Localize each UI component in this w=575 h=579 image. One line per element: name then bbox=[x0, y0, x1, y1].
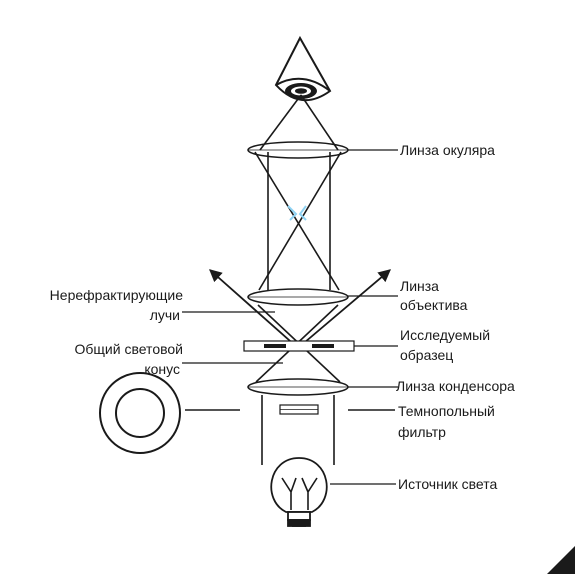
light-rays-upper bbox=[254, 94, 342, 291]
label-nonrefracted-rays-2: лучи bbox=[150, 307, 180, 323]
illumination-path bbox=[185, 395, 395, 465]
corner-mark bbox=[547, 546, 575, 574]
label-light-source: Источник света bbox=[398, 476, 498, 492]
condenser-lens bbox=[247, 378, 349, 396]
label-total-light-cone-1: Общий световой bbox=[75, 341, 184, 357]
label-darkfield-filter-1: Темнопольный bbox=[398, 403, 495, 419]
label-objective-lens-2: объектива bbox=[400, 297, 468, 313]
objective-lens bbox=[247, 288, 349, 306]
label-eyepiece-lens: Линза окуляра bbox=[400, 142, 495, 158]
label-specimen-2: образец bbox=[400, 347, 453, 363]
eye-icon bbox=[274, 35, 332, 102]
nonrefracted-rays bbox=[209, 269, 391, 349]
label-total-light-cone-2: конус bbox=[144, 361, 180, 377]
eyepiece-lens bbox=[247, 141, 349, 159]
specimen-slide bbox=[243, 340, 355, 352]
label-specimen-1: Исследуемый bbox=[400, 327, 490, 343]
light-bulb-icon bbox=[270, 457, 328, 527]
diagram-labels: Линза окуляра Линза объектива Нерефракти… bbox=[50, 142, 515, 492]
label-nonrefracted-rays-1: Нерефрактирующие bbox=[50, 287, 184, 303]
leader-lines bbox=[182, 149, 398, 485]
label-condenser-lens: Линза конденсора bbox=[396, 378, 515, 394]
darkfield-filter bbox=[279, 404, 319, 415]
focus-highlight bbox=[287, 205, 307, 221]
label-objective-lens-1: Линза bbox=[400, 278, 439, 294]
label-darkfield-filter-2: фильтр bbox=[398, 424, 446, 440]
annular-stop-icon bbox=[99, 372, 181, 454]
